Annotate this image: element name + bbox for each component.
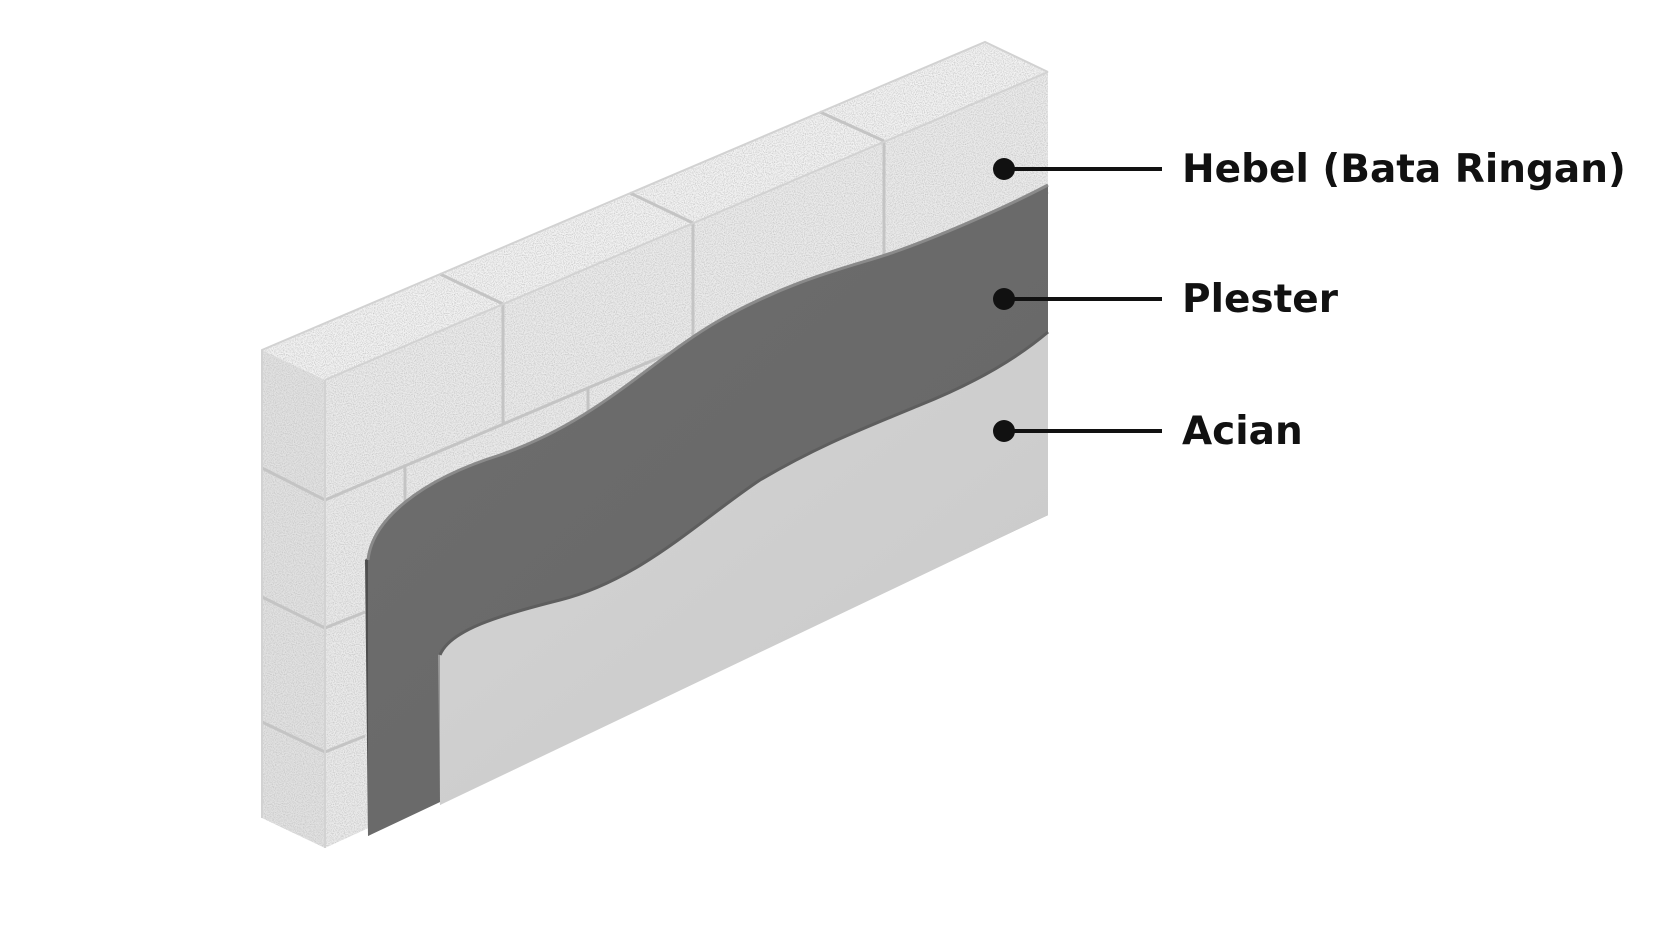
label-hebel: Hebel (Bata Ringan): [1182, 147, 1626, 192]
label-plester: Plester: [1182, 277, 1339, 322]
acian-layer: [438, 330, 1049, 805]
callout-acian: Acian: [993, 409, 1303, 454]
label-acian: Acian: [1182, 409, 1303, 454]
acian-surface: [440, 332, 1048, 805]
callout-plester: Plester: [993, 277, 1339, 322]
wall-end-face: [262, 350, 325, 848]
callout-hebel: Hebel (Bata Ringan): [993, 147, 1626, 192]
end-face-joints: [261, 466, 366, 754]
